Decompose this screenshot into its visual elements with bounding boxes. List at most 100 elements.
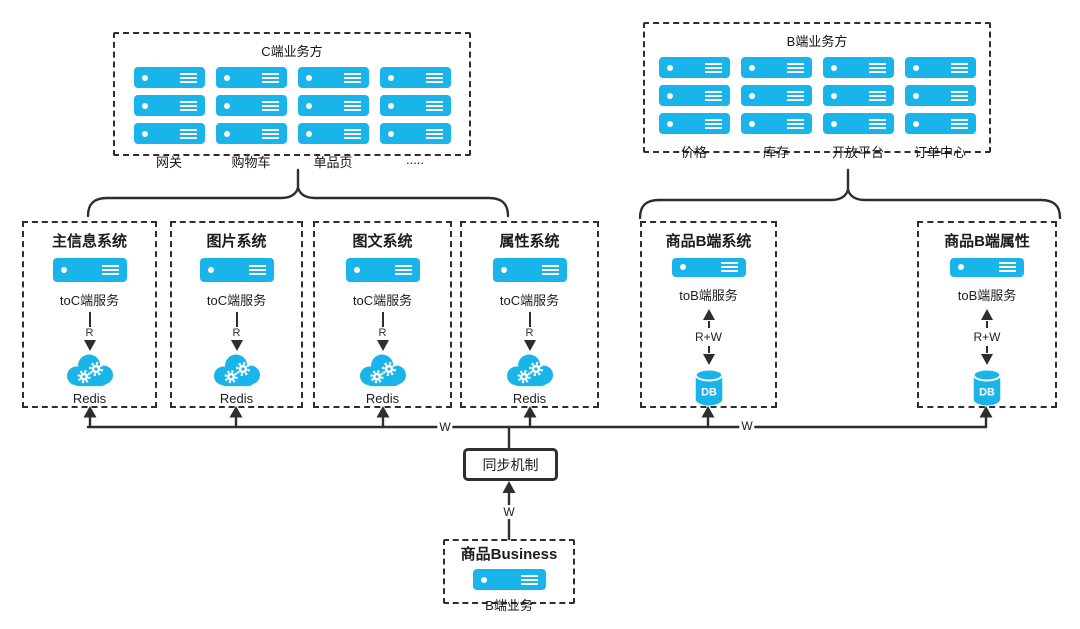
system-title: 图文系统 bbox=[352, 233, 413, 250]
database-icon: DB bbox=[694, 368, 723, 406]
w-label-left: W bbox=[437, 420, 453, 434]
panel-label-inventory: 库存 bbox=[762, 145, 789, 160]
service-label: toC端服务 bbox=[499, 292, 560, 308]
read-label: R bbox=[232, 326, 241, 339]
service-label: toB端服务 bbox=[957, 287, 1017, 303]
system-box-image: 图片系统 toC端服务 R Redis bbox=[170, 221, 303, 408]
system-title: 商品B端属性 bbox=[944, 233, 1030, 250]
server-icon bbox=[822, 85, 894, 106]
server-icon bbox=[822, 57, 894, 78]
server-icon bbox=[133, 67, 205, 88]
panel-label-gateway: 网关 bbox=[155, 155, 182, 170]
dashed-connector-line bbox=[986, 320, 988, 328]
panel-label-more: ..... bbox=[405, 152, 425, 167]
server-icon bbox=[133, 95, 205, 116]
server-icon bbox=[904, 85, 976, 106]
server-icon bbox=[658, 113, 730, 134]
read-write-label: R+W bbox=[973, 329, 1001, 344]
brace-b-icon bbox=[638, 188, 1062, 220]
store-label: Redis bbox=[72, 391, 107, 406]
c-panel-server-grid bbox=[115, 67, 469, 144]
arrow-down-icon bbox=[523, 339, 536, 351]
server-icon bbox=[345, 258, 420, 282]
b-business-panel: B端业务方 价格 库存 开放平台 订单中心 bbox=[643, 22, 991, 160]
sync-mechanism-box: 同步机制 bbox=[463, 448, 558, 481]
server-icon bbox=[658, 85, 730, 106]
c-panel-labels: 网关 购物车 单品页 ..... bbox=[115, 152, 469, 171]
service-label: toC端服务 bbox=[206, 292, 267, 308]
system-box-product-b-system: 商品B端系统 toB端服务 R+W DB bbox=[640, 221, 777, 408]
panel-label-item-page: 单品页 bbox=[313, 155, 353, 170]
system-box-image-text: 图文系统 toC端服务 R Redis bbox=[313, 221, 452, 408]
server-icon bbox=[950, 258, 1024, 277]
server-icon bbox=[133, 123, 205, 144]
system-title: 主信息系统 bbox=[51, 233, 127, 250]
server-icon bbox=[904, 113, 976, 134]
connector-line bbox=[381, 311, 384, 327]
arrow-down-icon bbox=[702, 353, 715, 365]
server-icon bbox=[822, 113, 894, 134]
arrow-up-icon bbox=[502, 481, 516, 493]
arrow-down-icon bbox=[230, 339, 243, 351]
redis-cloud-icon bbox=[359, 354, 406, 386]
server-icon bbox=[671, 258, 746, 277]
db-label: DB bbox=[701, 386, 717, 398]
server-icon bbox=[379, 95, 451, 116]
business-label: B端业务 bbox=[485, 598, 533, 613]
server-icon bbox=[215, 123, 287, 144]
c-panel-title: C端业务方 bbox=[261, 44, 323, 59]
store-label: Redis bbox=[365, 391, 400, 406]
store-label: Redis bbox=[219, 391, 254, 406]
server-icon bbox=[379, 67, 451, 88]
c-business-panel: C端业务方 网关 购物车 单品页 ..... bbox=[113, 32, 471, 170]
server-icon bbox=[472, 569, 546, 590]
system-box-main-info: 主信息系统 toC端服务 R Redis bbox=[22, 221, 157, 408]
store-label: Redis bbox=[512, 391, 547, 406]
panel-label-price: 价格 bbox=[680, 145, 707, 160]
system-title: 属性系统 bbox=[499, 233, 560, 250]
server-icon bbox=[215, 67, 287, 88]
b-panel-title: B端业务方 bbox=[786, 34, 848, 49]
dashed-connector-line bbox=[986, 345, 988, 353]
arrow-down-icon bbox=[376, 339, 389, 351]
system-box-attribute: 属性系统 toC端服务 R Redis bbox=[460, 221, 599, 408]
read-label: R bbox=[378, 326, 387, 339]
connector-line bbox=[235, 311, 238, 327]
server-icon bbox=[740, 57, 812, 78]
db-label: DB bbox=[979, 386, 995, 398]
server-icon bbox=[297, 123, 369, 144]
brace-c-icon bbox=[86, 186, 510, 218]
server-icon bbox=[379, 123, 451, 144]
system-title: 商品B端系统 bbox=[665, 233, 752, 250]
server-icon bbox=[658, 57, 730, 78]
server-icon bbox=[297, 67, 369, 88]
panel-label-open-platform: 开放平台 bbox=[831, 145, 884, 160]
arrow-down-icon bbox=[981, 353, 993, 365]
redis-cloud-icon bbox=[506, 354, 553, 386]
connector-line bbox=[88, 311, 91, 327]
server-icon bbox=[740, 85, 812, 106]
arrow-down-icon bbox=[83, 339, 96, 351]
service-label: toC端服务 bbox=[352, 292, 413, 308]
dashed-connector-line bbox=[707, 320, 710, 328]
read-label: R bbox=[85, 326, 94, 339]
server-icon bbox=[199, 258, 274, 282]
server-icon bbox=[492, 258, 567, 282]
product-business-box: 商品Business B端业务 bbox=[443, 539, 575, 613]
b-panel-labels: 价格 库存 开放平台 订单中心 bbox=[645, 142, 989, 161]
sync-label: 同步机制 bbox=[482, 456, 539, 473]
system-title: 图片系统 bbox=[206, 233, 267, 250]
service-label: toC端服务 bbox=[59, 292, 120, 308]
server-icon bbox=[740, 113, 812, 134]
read-write-label: R+W bbox=[695, 329, 722, 344]
panel-label-cart: 购物车 bbox=[231, 155, 271, 170]
redis-cloud-icon bbox=[213, 354, 260, 386]
read-label: R bbox=[525, 326, 534, 339]
arrow-up-icon bbox=[702, 308, 715, 320]
dashed-connector-line bbox=[707, 345, 710, 353]
connector-line bbox=[528, 311, 531, 327]
database-icon: DB bbox=[972, 368, 1002, 406]
w-label-right: W bbox=[739, 419, 755, 433]
server-icon bbox=[297, 95, 369, 116]
